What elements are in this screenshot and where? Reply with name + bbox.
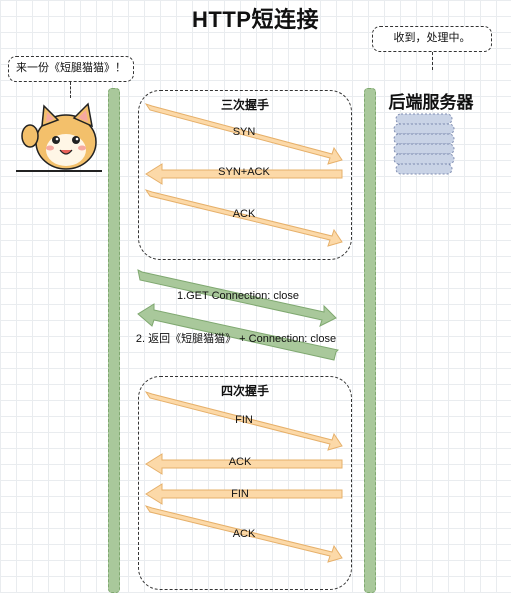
server-bubble-text: 收到，处理中。 — [393, 32, 471, 44]
three-way-handshake-title: 三次握手 — [220, 98, 269, 112]
get-request-arrow — [137, 269, 337, 327]
client-bubble-tail — [70, 82, 72, 98]
response-label: 2. 返回《短腿猫猫》 + Connection: close — [135, 333, 337, 345]
four-way-handshake-title: 四次握手 — [220, 384, 269, 398]
syn-ack-arrow — [145, 163, 343, 185]
ack-label-teardown-2: ACK — [232, 528, 256, 540]
server-speech-bubble: 收到，处理中。 — [372, 26, 492, 52]
ack-label-teardown-1: ACK — [228, 456, 252, 468]
syn-ack-label: SYN+ACK — [218, 166, 270, 178]
response-arrow — [137, 303, 340, 361]
four-way-handshake-box — [138, 376, 352, 590]
client-speech-bubble: 来一份《短腿猫猫》！ — [8, 56, 134, 82]
syn-arrow — [144, 103, 343, 165]
ack-arrow-teardown-2 — [144, 505, 343, 563]
get-request-label: 1.GET Connection: close — [176, 290, 300, 302]
client-bubble-text: 来一份《短腿猫猫》！ — [16, 62, 126, 74]
fin-arrow-2 — [145, 483, 343, 505]
server-bubble-tail — [432, 52, 434, 70]
shiba-cat-avatar-icon — [14, 100, 104, 172]
server-stack-icon — [392, 112, 456, 178]
syn-label: SYN — [232, 126, 256, 138]
server-label: 后端服务器 — [388, 93, 474, 112]
fin-label-2: FIN — [231, 488, 249, 500]
ack-arrow-teardown-1 — [145, 453, 343, 475]
three-way-handshake-box — [138, 90, 352, 260]
fin-arrow-1 — [144, 391, 343, 451]
ack-arrow — [144, 189, 343, 247]
fin-label-1: FIN — [235, 414, 253, 426]
ack-label: ACK — [232, 208, 256, 220]
diagram-title: HTTP短连接 — [192, 7, 319, 32]
